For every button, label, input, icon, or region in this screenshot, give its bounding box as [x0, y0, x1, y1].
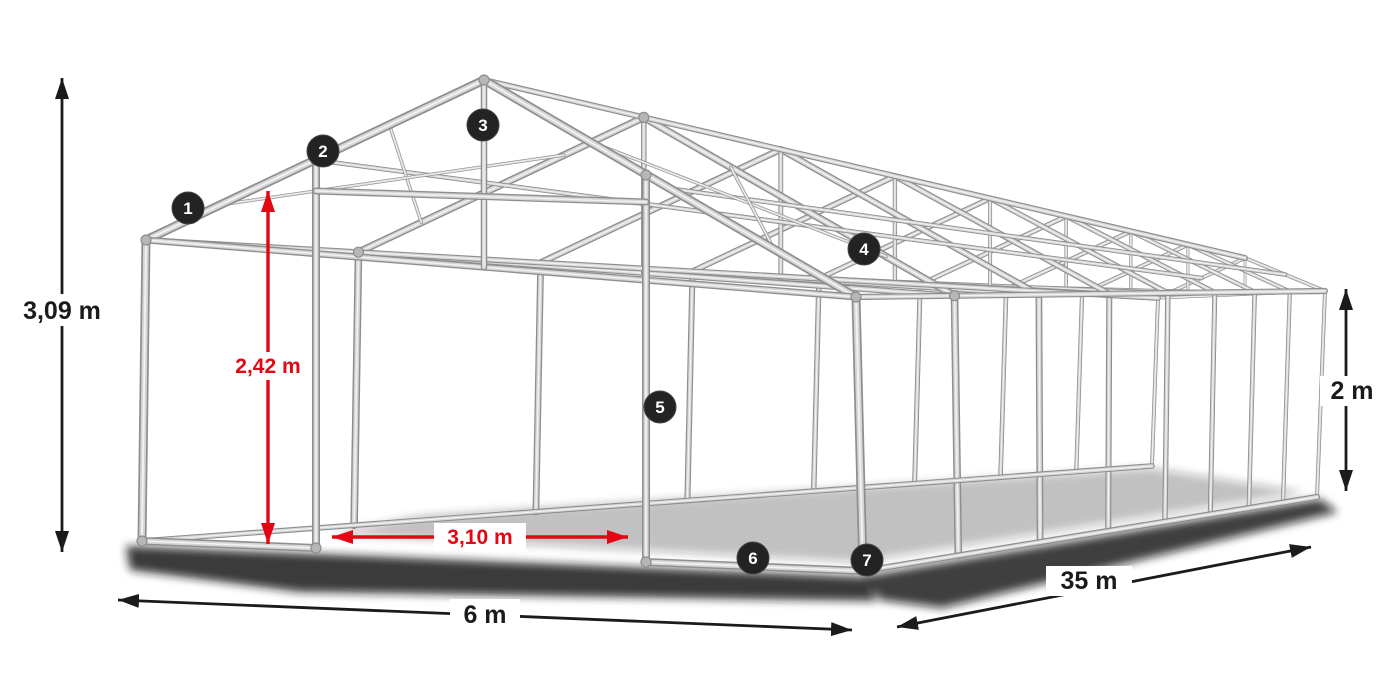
badge-2: 2 [306, 134, 340, 168]
frame-tube [483, 79, 857, 298]
dim-width: 6 m [117, 593, 853, 637]
connector-joint [310, 542, 322, 554]
connector-joint [640, 169, 652, 181]
badge-5-circle [643, 390, 677, 424]
frame-tube [141, 239, 147, 542]
connector-joint [640, 556, 652, 568]
connector-joint [140, 234, 152, 246]
connector-joints [136, 74, 961, 577]
dim-entrance-width-label-bg [434, 523, 526, 551]
frame-tube [1164, 292, 1169, 523]
dim-total-height-label-bg [12, 294, 112, 326]
badge-3-number: 3 [478, 116, 487, 135]
frame-tube [483, 79, 1246, 259]
badge-4-number: 4 [859, 240, 869, 259]
badge-2-number: 2 [318, 142, 327, 161]
dim-length: 35 m [896, 544, 1312, 630]
badge-6-circle [736, 541, 770, 575]
badge-3-circle [466, 108, 500, 142]
frame-tube [535, 261, 542, 513]
frame-tube [1000, 288, 1007, 478]
frame-tube [219, 154, 565, 206]
frame-tube [141, 540, 317, 549]
frame-tube [1151, 297, 1159, 467]
dim-side-height-label: 2 m [1330, 377, 1373, 405]
dim-length-label-bg [1046, 566, 1132, 596]
badge-7-number: 7 [862, 551, 871, 570]
frame-tube [914, 283, 921, 485]
frame-tube [669, 188, 1286, 275]
dim-entrance-width-label: 3,10 m [447, 526, 512, 549]
tent-frame [136, 74, 1329, 577]
frame-tube [730, 166, 775, 250]
frame-tube [315, 190, 647, 203]
frame-tube [145, 239, 857, 298]
part-number-badges: 1 2 3 4 5 6 7 [171, 108, 884, 577]
connector-joint [352, 246, 365, 258]
badge-4-circle [847, 232, 881, 266]
frame-tube [855, 296, 864, 572]
connector-joint [948, 290, 961, 302]
roof-braces [218, 123, 888, 259]
dim-side-height-label-bg [1320, 376, 1384, 406]
frame-tube [1282, 290, 1291, 504]
frame-tube [1248, 291, 1256, 509]
badge-5-number: 5 [655, 398, 664, 417]
badge-7-circle [850, 543, 884, 577]
connector-joint [638, 111, 650, 124]
badge-6-number: 6 [748, 549, 757, 568]
frame-tube [1209, 291, 1216, 515]
dim-length-label: 35 m [1061, 567, 1118, 595]
dim-total-height-label: 3,09 m [23, 297, 101, 325]
dim-side-height: 2 m [1320, 289, 1384, 491]
dim-entrance-height-label-bg [224, 352, 312, 380]
badge-5: 5 [643, 390, 677, 424]
dim-entrance-height-label: 2,42 m [235, 355, 300, 378]
dim-width-label-bg [450, 599, 520, 631]
badge-1-circle [171, 191, 205, 225]
frame-tube [686, 270, 694, 502]
frame-tube [855, 290, 1326, 298]
frame-tube [1038, 294, 1041, 543]
badge-2-circle [306, 134, 340, 168]
connector-joint [478, 74, 490, 86]
connector-joint [136, 535, 148, 547]
dim-total-height: 3,09 m [12, 78, 112, 552]
connector-joint [850, 291, 862, 303]
badge-3: 3 [466, 108, 500, 142]
dim-entrance-width: 3,10 m [332, 523, 628, 551]
dim-entrance-height: 2,42 m [224, 191, 312, 544]
dim-width-label: 6 m [463, 601, 506, 629]
frame-tube [1075, 293, 1083, 473]
badge-1: 1 [171, 191, 205, 225]
ground-shadow [126, 468, 1338, 608]
badge-1-number: 1 [183, 199, 192, 218]
dimension-annotations: 3,09 m 2,42 m 3,10 m 2 m 6 m [12, 78, 1384, 637]
frame-tube [353, 251, 360, 527]
frame-tube [388, 124, 422, 223]
badge-7: 7 [850, 543, 884, 577]
badge-4: 4 [847, 232, 881, 266]
frame-tube [1107, 293, 1110, 532]
frame-tube [587, 140, 887, 257]
shadow-front [126, 546, 876, 601]
badge-6: 6 [736, 541, 770, 575]
frame-tube [813, 278, 820, 492]
frame-tube [953, 294, 960, 557]
